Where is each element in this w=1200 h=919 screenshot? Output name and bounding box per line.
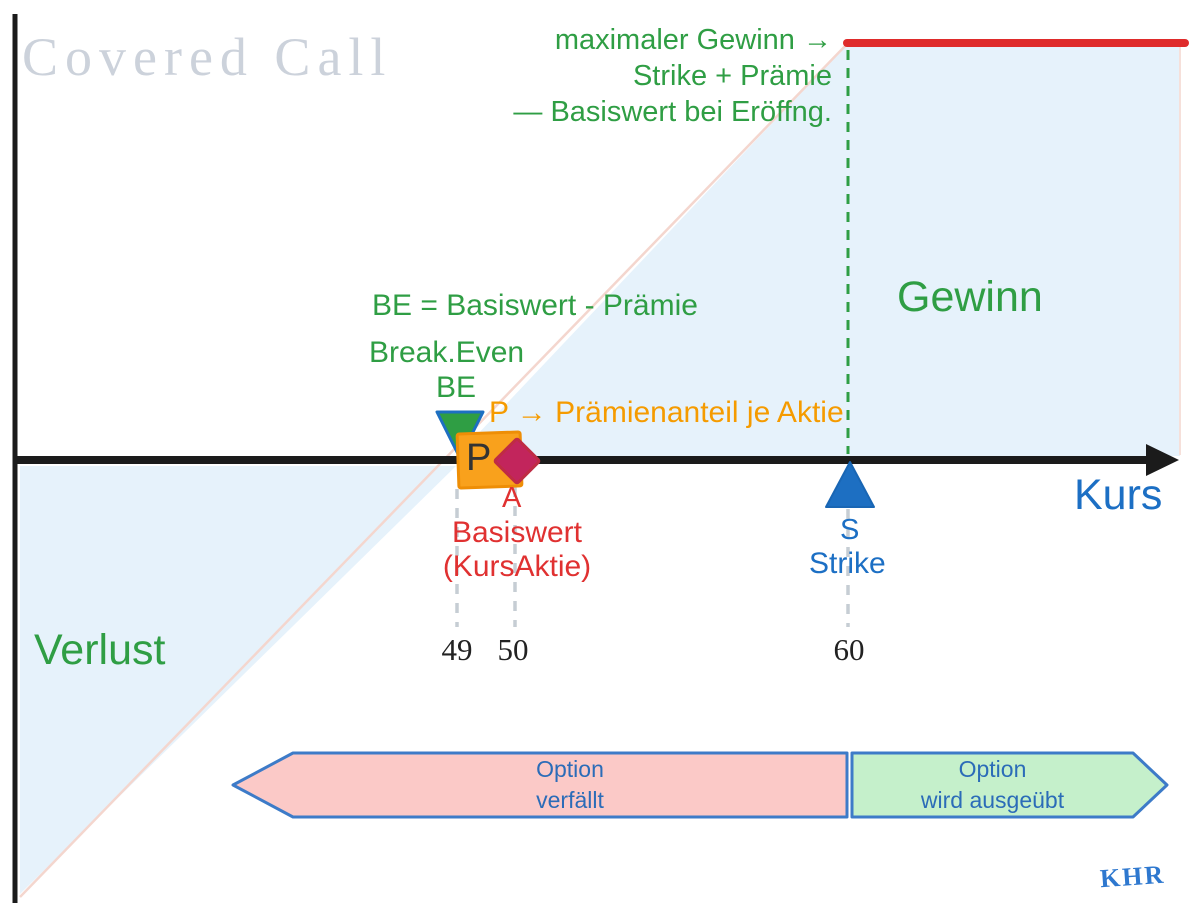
max-gain-line1: maximaler Gewinn → [554, 24, 832, 56]
underlying-diamond-marker [493, 437, 541, 485]
break-even-word: Break.Even [369, 336, 525, 369]
tick-49: 49 [441, 632, 473, 667]
option-expires-line1: Option [536, 756, 604, 782]
profit-region-label: Gewinn [897, 273, 1043, 321]
underlying-label-line1: Basiswert [451, 516, 583, 549]
option-expires-banner [231, 751, 849, 819]
strike-marker [825, 461, 875, 508]
payoff-diagonal-line [19, 42, 849, 898]
break-even-short-label: BE [436, 371, 477, 404]
underlying-label-line2: (KursAktie) [442, 550, 592, 583]
tick-60: 60 [833, 632, 865, 667]
option-expires-line2: verfällt [536, 787, 604, 813]
strike-label: Strike [809, 547, 886, 580]
option-exercised-line1: Option [958, 756, 1027, 782]
option-expires-banner-text: Option verfällt [293, 754, 847, 816]
max-gain-note: maximaler Gewinn → Strike + Prämie — Bas… [350, 22, 832, 130]
premium-note: P → Prämienanteil je Aktie [489, 396, 844, 429]
x-axis-arrowhead [1146, 444, 1179, 476]
option-exercised-banner [850, 751, 1169, 819]
premium-square-letter: P [466, 437, 492, 479]
loss-region-label: Verlust [34, 626, 166, 674]
underlying-marker-letter: A [502, 482, 522, 514]
x-axis-label: Kurs [1074, 471, 1163, 519]
break-even-formula: BE = Basiswert - Prämie [372, 289, 698, 322]
strike-marker-letter: S [840, 514, 860, 546]
author-signature: KHR [1099, 859, 1167, 894]
max-gain-line3: — Basiswert bei Eröffng. [513, 96, 832, 128]
diagram-title: Covered Call [22, 27, 393, 87]
option-exercised-line2: wird ausgeübt [920, 787, 1065, 813]
max-gain-line2: Strike + Prämie [632, 60, 832, 92]
option-exercised-banner-text: Option wird ausgeübt [852, 754, 1133, 816]
tick-50: 50 [497, 632, 529, 667]
